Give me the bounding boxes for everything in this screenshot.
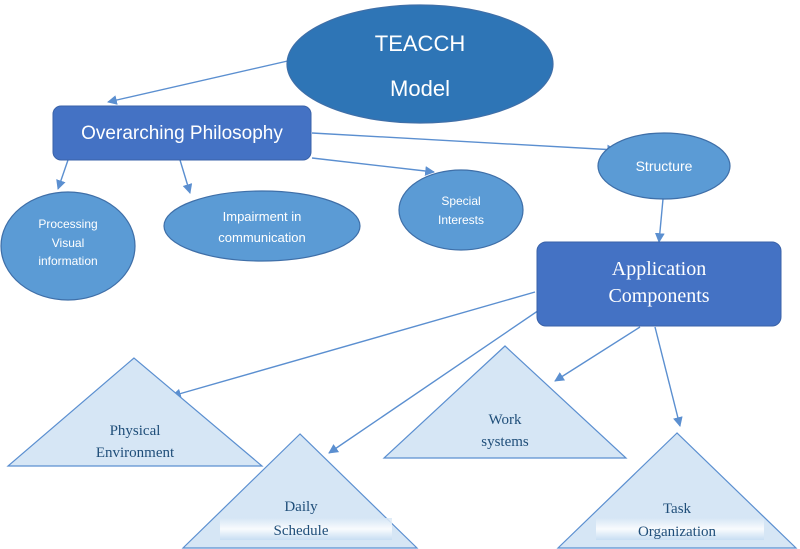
special-line2: Interests: [438, 213, 484, 227]
arrow-title-to-philosophy: [107, 59, 293, 105]
processing-line1: Processing: [38, 217, 97, 231]
arrow-application-to-work: [554, 326, 641, 382]
philosophy-label: Overarching Philosophy: [81, 123, 283, 144]
structure-node: Structure: [597, 132, 731, 200]
impairment-line2: communication: [218, 230, 305, 245]
title-node: TEACCH Model: [286, 4, 554, 124]
application-line1: Application: [612, 258, 706, 280]
physical-line1: Physical: [110, 423, 161, 439]
physical-line2: Environment: [96, 445, 175, 461]
physical-environment-node: Physical Environment: [6, 357, 264, 467]
processing-line2: Visual: [52, 236, 84, 250]
arrow-philosophy-to-structure: [311, 132, 617, 155]
structure-label: Structure: [636, 158, 693, 174]
connectors: [56, 59, 683, 454]
impairment-line1: Impairment in: [223, 209, 302, 224]
application-node: Application Components: [536, 241, 782, 327]
processing-node: Processing Visual information: [0, 191, 136, 301]
task-line2: Organization: [638, 524, 717, 540]
daily-line2: Schedule: [274, 523, 329, 539]
work-line2: systems: [481, 434, 529, 450]
processing-line3: information: [38, 254, 97, 268]
special-interests-node: Special Interests: [398, 169, 524, 251]
application-line2: Components: [608, 285, 709, 307]
title-line1: TEACCH: [375, 31, 465, 56]
daily-line1: Daily: [284, 499, 318, 515]
arrow-application-to-daily: [328, 303, 549, 454]
arrow-application-to-physical: [171, 291, 536, 399]
arrow-philosophy-to-impairment: [179, 159, 193, 194]
arrow-structure-to-application: [654, 198, 665, 243]
task-organization-node: Task Organization: [556, 432, 798, 549]
work-line1: Work: [489, 412, 522, 428]
daily-schedule-node: Daily Schedule: [181, 433, 419, 549]
philosophy-node: Overarching Philosophy: [52, 105, 312, 161]
arrow-philosophy-to-special: [311, 157, 435, 176]
title-line2: Model: [390, 76, 450, 101]
arrow-philosophy-to-processing: [56, 159, 69, 190]
impairment-node: Impairment in communication: [163, 190, 361, 262]
task-line1: Task: [663, 501, 692, 517]
special-line1: Special: [441, 194, 480, 208]
arrow-application-to-task: [654, 326, 683, 427]
work-systems-node: Work systems: [382, 345, 628, 459]
